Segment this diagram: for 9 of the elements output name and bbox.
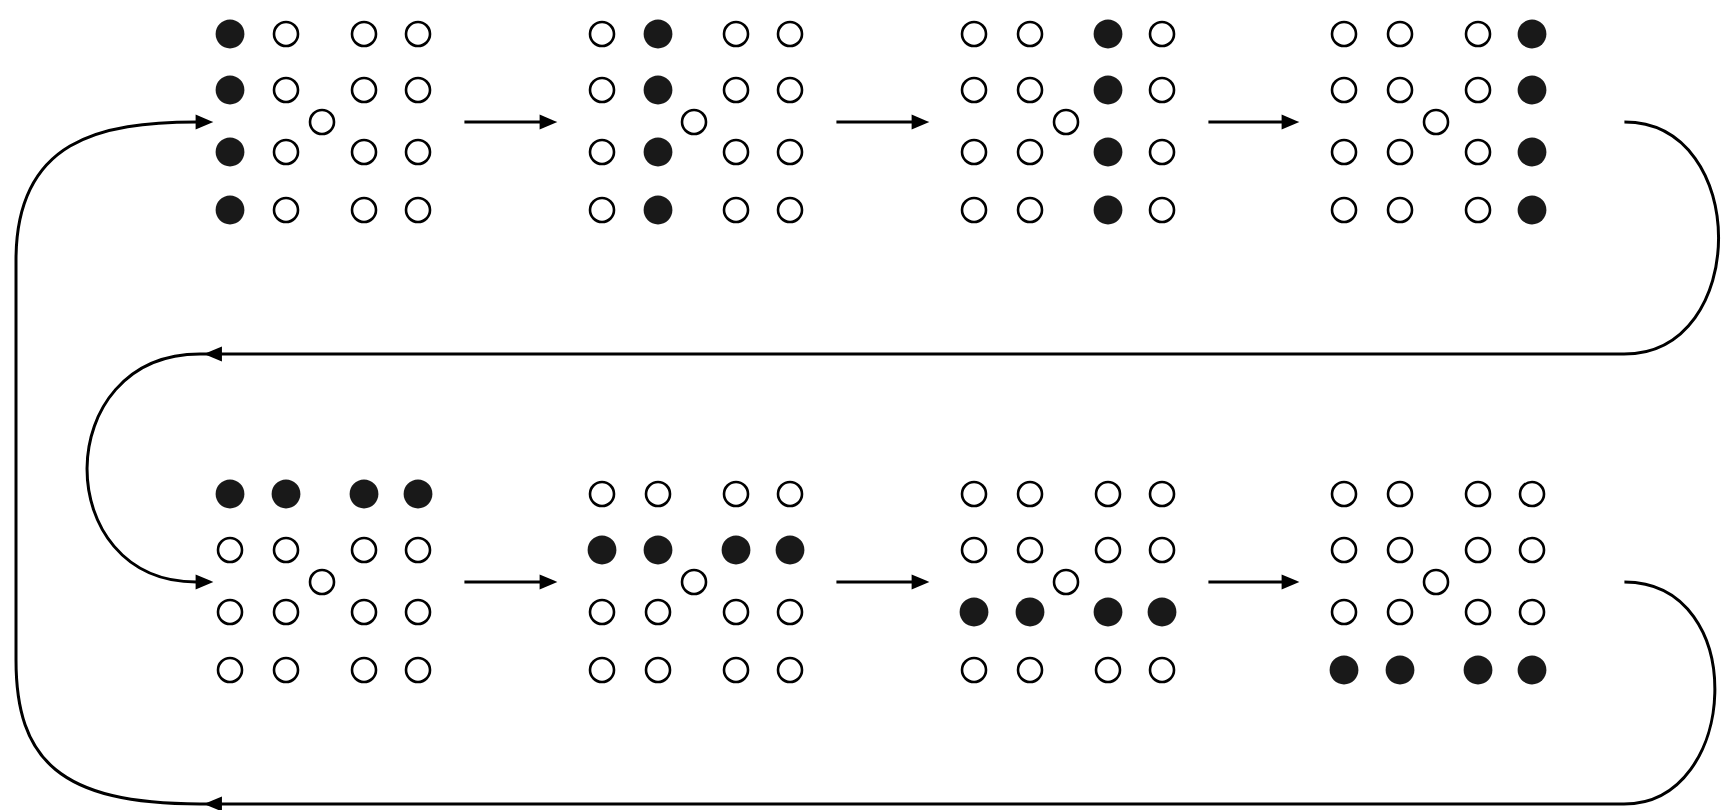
dot-grid-drawing [1329, 480, 1547, 685]
arrow [14, 114, 1716, 810]
dot-grid-drawing [215, 19, 432, 225]
dot-grid-drawing [587, 480, 805, 684]
dot-grid-drawing [960, 19, 1176, 225]
dot-grid-drawing [588, 19, 804, 225]
dot-grid-drawing [1330, 19, 1547, 225]
dot-grid-drawing [215, 479, 433, 684]
dot-grid-drawing [959, 480, 1177, 684]
